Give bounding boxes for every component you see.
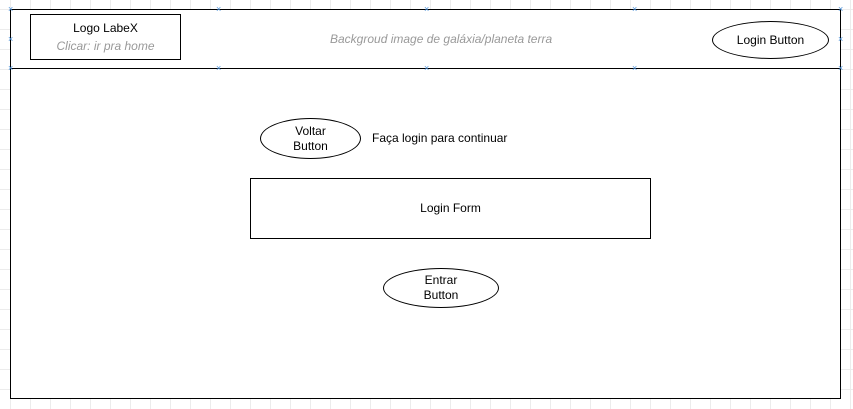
logo-box[interactable]: Logo LabeX Clicar: ir pra home [30, 14, 181, 60]
login-button[interactable]: Login Button [712, 21, 829, 59]
login-prompt: Faça login para continuar [372, 131, 508, 145]
selection-handle-icon[interactable] [632, 66, 637, 71]
enter-button-label-line1: Entrar [424, 273, 458, 287]
back-button-label-line1: Voltar [295, 123, 326, 138]
logo-home-note: Clicar: ir pra home [56, 38, 155, 53]
selection-handle-icon[interactable] [838, 7, 843, 12]
login-form-label: Login Form [420, 201, 481, 215]
selection-handle-icon[interactable] [8, 7, 13, 12]
enter-button-label-line2: Button [423, 288, 459, 302]
selection-handle-icon[interactable] [424, 66, 429, 71]
background-image-note: Backgroud image de galáxia/planeta terra [330, 32, 553, 46]
back-button[interactable]: Voltar Button [260, 118, 361, 159]
back-button-label-line2: Button [293, 138, 328, 153]
selection-handle-icon[interactable] [8, 37, 13, 42]
selection-handle-icon[interactable] [216, 66, 221, 71]
login-button-label: Login Button [736, 32, 805, 47]
selection-handle-icon[interactable] [838, 37, 843, 42]
selection-handle-icon[interactable] [838, 66, 843, 71]
logo-title: Logo LabeX [73, 20, 138, 35]
enter-button[interactable]: Entrar Button [383, 268, 499, 308]
selection-handle-icon[interactable] [216, 7, 221, 12]
selection-handle-icon[interactable] [632, 7, 637, 12]
selection-handle-icon[interactable] [8, 66, 13, 71]
selection-handle-icon[interactable] [424, 7, 429, 12]
login-form[interactable]: Login Form [250, 178, 651, 239]
